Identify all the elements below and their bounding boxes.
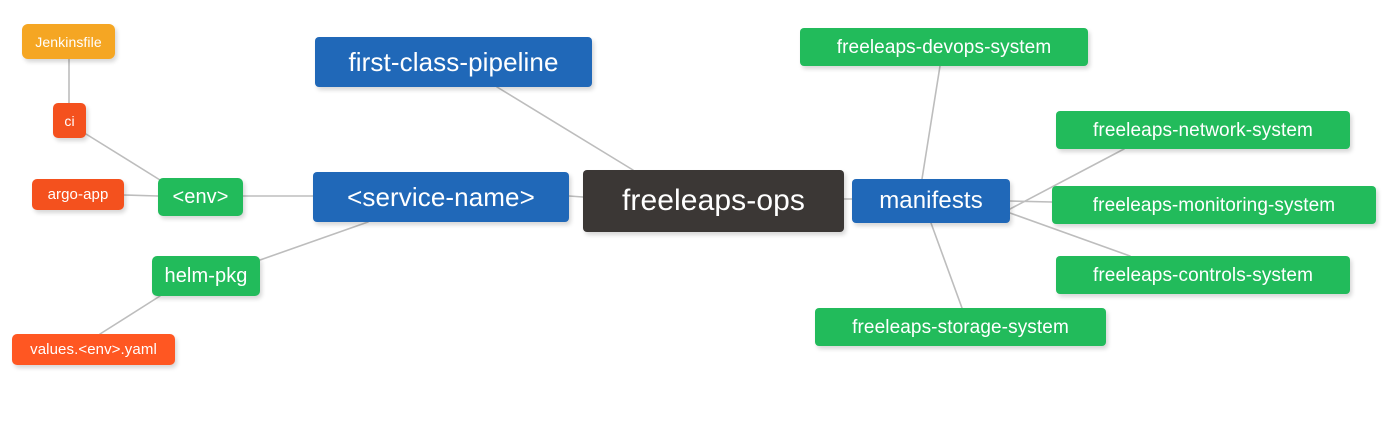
edge-argoapp-env: [123, 194, 159, 197]
node-helm-pkg[interactable]: helm-pkg: [152, 256, 260, 296]
node-label-freeleaps-ops: freeleaps-ops: [621, 184, 806, 217]
node-service-name[interactable]: <service-name>: [313, 172, 569, 222]
node-first-class-pipeline[interactable]: first-class-pipeline: [315, 37, 592, 87]
node-freeleaps-controls-system[interactable]: freeleaps-controls-system: [1056, 256, 1350, 294]
node-label-first-class-pipeline: first-class-pipeline: [348, 47, 559, 77]
edge-ci-env: [85, 133, 161, 181]
node-label-helm-pkg: helm-pkg: [164, 265, 248, 287]
node-label-freeleaps-storage-system: freeleaps-storage-system: [852, 316, 1069, 338]
edge-servicename-helmpkg: [259, 221, 369, 261]
node-argo-app[interactable]: argo-app: [32, 179, 124, 210]
node-label-jenkinsfile: Jenkinsfile: [35, 33, 102, 50]
node-label-service-name: <service-name>: [347, 182, 535, 212]
node-freeleaps-storage-system[interactable]: freeleaps-storage-system: [815, 308, 1106, 346]
node-freeleaps-devops-system[interactable]: freeleaps-devops-system: [800, 28, 1088, 66]
node-label-freeleaps-controls-system: freeleaps-controls-system: [1092, 264, 1314, 286]
node-label-freeleaps-network-system: freeleaps-network-system: [1093, 119, 1313, 141]
node-values-yaml[interactable]: values.<env>.yaml: [12, 334, 175, 365]
node-label-ci: ci: [64, 112, 75, 129]
node-label-manifests: manifests: [879, 187, 983, 214]
node-label-freeleaps-devops-system: freeleaps-devops-system: [836, 36, 1052, 58]
node-jenkinsfile[interactable]: Jenkinsfile: [22, 24, 115, 59]
node-freeleaps-monitoring-system[interactable]: freeleaps-monitoring-system: [1052, 186, 1376, 224]
node-freeleaps-ops[interactable]: freeleaps-ops: [583, 170, 844, 232]
edge-helmpkg-values: [99, 295, 161, 335]
node-label-values-yaml: values.<env>.yaml: [30, 341, 157, 358]
edge-manifests-storage: [930, 222, 963, 309]
node-ci[interactable]: ci: [53, 103, 86, 138]
node-env[interactable]: <env>: [158, 178, 243, 216]
edge-manifests-devops: [921, 65, 941, 180]
node-freeleaps-network-system[interactable]: freeleaps-network-system: [1056, 111, 1350, 149]
node-label-argo-app: argo-app: [47, 186, 109, 203]
node-label-freeleaps-monitoring-system: freeleaps-monitoring-system: [1092, 194, 1336, 216]
edge-servicename-ops: [568, 195, 584, 198]
node-label-env: <env>: [172, 186, 229, 208]
edge-pipeline-ops: [496, 86, 634, 171]
node-manifests[interactable]: manifests: [852, 179, 1010, 223]
edge-manifests-monitoring: [1009, 200, 1053, 203]
